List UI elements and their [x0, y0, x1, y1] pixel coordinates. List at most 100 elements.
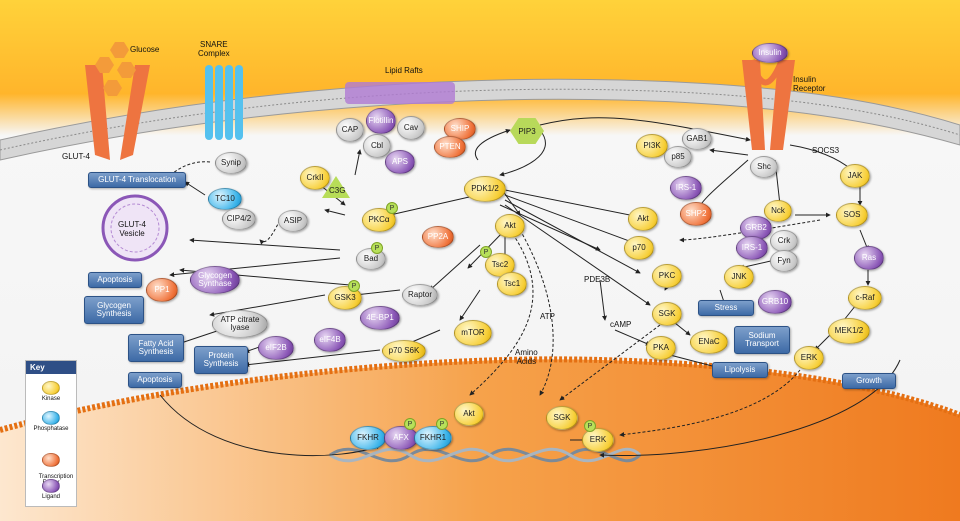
stress-box: Stress [698, 300, 754, 316]
sodium-transport-box: Sodium Transport [734, 326, 790, 354]
glucose-label: Glucose [130, 45, 160, 54]
legend-transcription-factor-swatch [42, 453, 60, 467]
legend-kinase-label: Kinase [41, 396, 61, 402]
erk-node: ERK [794, 346, 824, 370]
phospho-badge-pkca: P [386, 202, 398, 214]
atp-label-mtor: ATP [540, 312, 555, 321]
glycogen-synthase-node: Glycogen Synthase [190, 266, 240, 294]
shc-node: Shc [750, 156, 778, 178]
aps-node: APS [385, 150, 415, 174]
dashed-arrows [164, 161, 821, 437]
nucleus [0, 359, 960, 521]
gsk3-node: GSK3 [328, 286, 362, 310]
sgk-nuclear-node: SGK [546, 406, 578, 430]
tc10-node: TC10 [208, 188, 242, 210]
legend-phosphatase-label: Phosphatase [33, 426, 69, 432]
pip3-node: PIP3 [510, 118, 544, 144]
eif2b-node: eIF2B [258, 336, 294, 360]
tsc1-node: Tsc1 [497, 272, 527, 296]
growth-box: Growth [842, 373, 896, 389]
sgk-node: SGK [652, 302, 682, 326]
glut4-transporter-left [85, 65, 110, 160]
cav-node: Cav [397, 116, 425, 140]
fkhr-node: FKHR [350, 426, 386, 450]
eif4b-node: eIF4B [314, 328, 346, 352]
p70-node: p70 [624, 236, 654, 260]
gab1-node: GAB1 [682, 128, 712, 150]
camp-label: cAMP [610, 320, 632, 329]
insulin-receptor-label: Insulin Receptor [793, 75, 826, 93]
jnk-node: JNK [724, 265, 754, 289]
pp1-node: PP1 [146, 278, 178, 302]
phospho-badge-gsk3: P [348, 280, 360, 292]
akt-node-right: Akt [628, 207, 658, 231]
legend-title: Key [26, 361, 76, 374]
pdk12-node: PDK1/2 [464, 176, 506, 202]
phospho-badge-bad: P [371, 242, 383, 254]
apoptosis-box-top: Apoptosis [88, 272, 142, 288]
fyn-node: Fyn [770, 250, 798, 272]
p85-node: p85 [664, 146, 692, 168]
irs1-node-bottom: IRS-1 [736, 236, 768, 260]
pkc-node: PKC [652, 264, 682, 288]
cip42-node: CIP4/2 [222, 208, 256, 230]
asip-node: ASIP [278, 210, 308, 232]
glucose-molecule [110, 42, 129, 58]
phospho-badge-tsc2: P [480, 246, 492, 258]
mek12-node: MEK1/2 [828, 318, 870, 344]
legend-ligand-swatch [42, 479, 60, 493]
pka-node: PKA [646, 336, 676, 360]
amino-acids-label: Amino Acids [515, 348, 538, 366]
legend-item-phosphatase: Phosphatase [26, 411, 76, 432]
phospho-badge-afx: P [404, 418, 416, 430]
p70s6k-node: p70 S6K [382, 340, 426, 362]
insulin-node: Insulin [752, 43, 788, 63]
grb10-node: GRB10 [758, 290, 792, 314]
legend-kinase-swatch [42, 381, 60, 395]
socs3-label: SOCS3 [812, 146, 840, 155]
cbl-node: Cbl [363, 134, 391, 158]
glycogen-synthesis-box: Glycogen Synthesis [84, 296, 144, 324]
glut4-translocation-box: GLUT-4 Translocation [88, 172, 186, 188]
snare-complex [205, 65, 243, 140]
sos-node: SOS [836, 203, 868, 227]
crk-node: Crk [770, 230, 798, 252]
jak-node: JAK [840, 164, 870, 188]
pi3k-node: PI3K [636, 134, 668, 158]
lipid-rafts-label: Lipid Rafts [385, 66, 423, 75]
craf-node: c-Raf [848, 286, 882, 310]
pde3b-label: PDE3B [584, 275, 611, 284]
legend-item-kinase: Kinase [26, 381, 76, 402]
ras-node: Ras [854, 246, 884, 270]
synip-node: Synip [215, 152, 247, 174]
fkhr1-node: FKHR1 [414, 426, 452, 450]
glut4-vesicle-label: GLUT-4 Vesicle [118, 220, 147, 238]
cap-node: CAP [336, 118, 364, 142]
lipolysis-box: Lipolysis [712, 362, 768, 378]
c3g-label: C3G [329, 186, 346, 195]
glut4-transporter-right [120, 65, 150, 160]
lipid-raft [345, 82, 455, 104]
apoptosis-box-bottom: Apoptosis [128, 372, 182, 388]
protein-synthesis-box: Protein Synthesis [194, 346, 248, 374]
pp2a-node: PP2A [422, 226, 454, 248]
mtor-node: mTOR [454, 320, 492, 346]
legend-ligand-label: Ligand [41, 494, 61, 500]
irs1-node-top: IRS-1 [670, 176, 702, 200]
c3g-shape [322, 176, 350, 198]
fatty-acid-synthesis-box: Fatty Acid Synthesis [128, 334, 184, 362]
legend-key: Key Kinase Phosphatase Transcription Fac… [25, 360, 77, 507]
akt-nuclear-node: Akt [454, 402, 484, 426]
snare-complex-label: SNARE Complex [198, 40, 230, 58]
legend-phosphatase-swatch [42, 411, 60, 425]
insulin-receptor [742, 58, 795, 150]
flotillin-node: Flotillin [366, 108, 396, 134]
glut4-vesicle-shape [101, 194, 169, 262]
glut4-label: GLUT-4 [62, 152, 91, 161]
erk-nuclear-node: ERK [582, 428, 614, 452]
phospho-badge-fkhr1: P [436, 418, 448, 430]
raptor-node: Raptor [402, 284, 438, 306]
shp2-node: SHP2 [680, 202, 712, 226]
